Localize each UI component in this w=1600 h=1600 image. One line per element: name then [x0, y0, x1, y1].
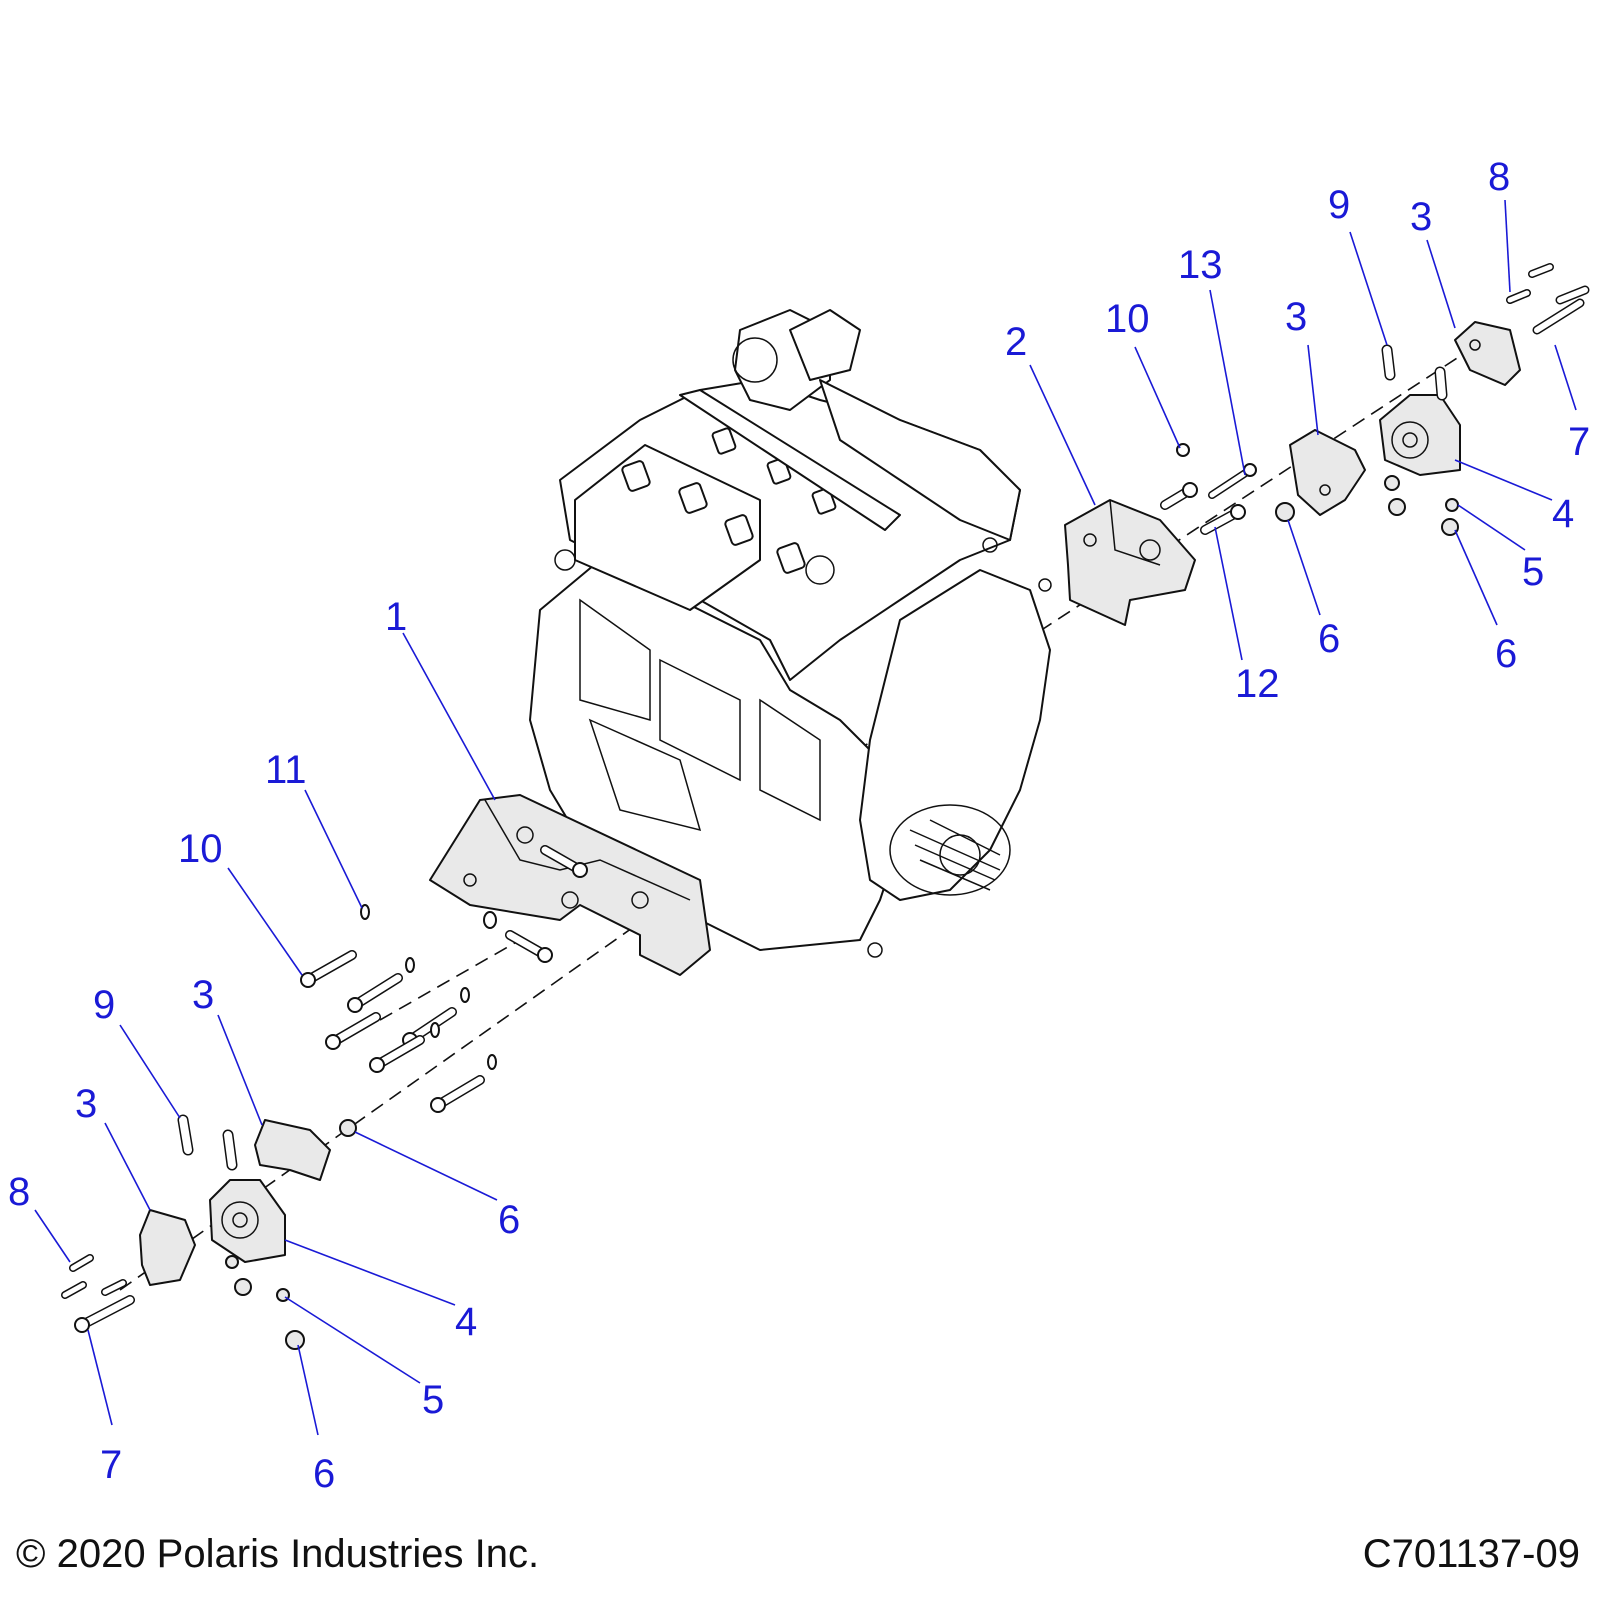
callout-1: 1 — [385, 595, 407, 639]
throttle-body — [732, 309, 861, 411]
callout-7: 7 — [1568, 420, 1590, 464]
rear-mount-hardware — [1142, 263, 1590, 536]
callout-8: 8 — [8, 1170, 30, 1214]
bolt — [1200, 504, 1246, 535]
callout-11: 11 — [265, 748, 307, 792]
drawing-number: C701137-09 — [1362, 1532, 1580, 1576]
bolt — [369, 1035, 425, 1073]
callout-3: 3 — [192, 973, 214, 1017]
callout-4: 4 — [1552, 492, 1574, 536]
bolt — [1208, 463, 1257, 499]
leader-lines — [34, 199, 1577, 1436]
callout-4: 4 — [455, 1300, 477, 1344]
callout-10: 10 — [178, 827, 223, 871]
front-mount-hardware — [61, 845, 588, 1350]
bolt — [347, 973, 403, 1013]
callout-2: 2 — [1005, 320, 1027, 364]
callout-13: 13 — [1178, 243, 1223, 287]
callout-labels: 1 2 10 13 12 3 6 9 3 8 7 4 5 6 11 10 9 3… — [8, 155, 1590, 1496]
callout-5: 5 — [1522, 550, 1544, 594]
copyright-notice: © 2020 Polaris Industries Inc. — [16, 1532, 540, 1576]
rear-engine-bracket — [1064, 499, 1196, 626]
bolt — [505, 930, 553, 963]
bolt — [1160, 482, 1198, 510]
callout-12: 12 — [1235, 662, 1280, 706]
bolt — [430, 1075, 485, 1113]
callout-3: 3 — [1410, 195, 1432, 239]
bolt — [1142, 443, 1190, 478]
callout-6: 6 — [1495, 632, 1517, 676]
bolt — [300, 950, 357, 988]
callout-6: 6 — [313, 1452, 335, 1496]
bolt — [325, 1012, 381, 1050]
callout-7: 7 — [100, 1443, 122, 1487]
callout-5: 5 — [422, 1378, 444, 1422]
front-engine-bracket — [429, 794, 711, 976]
block-details — [554, 537, 1052, 958]
callout-3: 3 — [1285, 295, 1307, 339]
callout-3: 3 — [75, 1082, 97, 1126]
callout-8: 8 — [1488, 155, 1510, 199]
callout-10: 10 — [1105, 297, 1150, 341]
callout-9: 9 — [1328, 183, 1350, 227]
callout-9: 9 — [93, 983, 115, 1027]
bolt — [540, 845, 588, 878]
callout-6: 6 — [498, 1198, 520, 1242]
clutch-cover — [859, 569, 1051, 901]
callout-6: 6 — [1318, 617, 1340, 661]
